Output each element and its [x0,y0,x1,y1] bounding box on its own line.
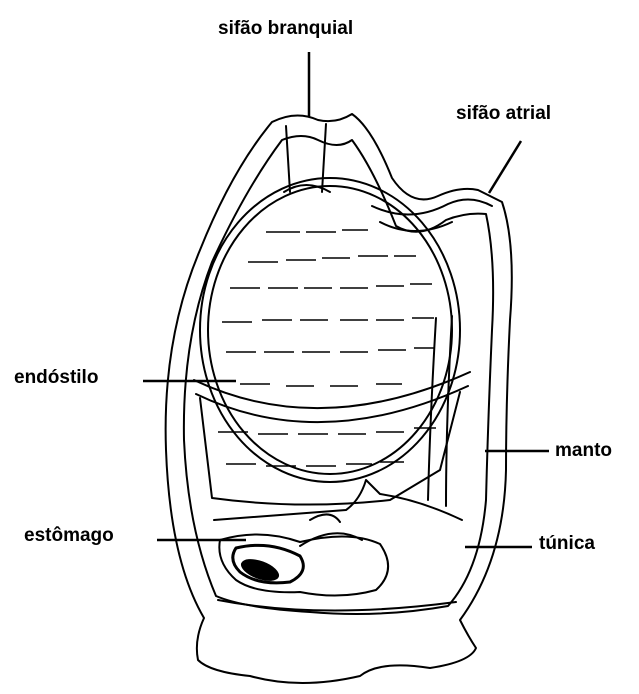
pharyngeal-slits [218,230,436,466]
pharynx [200,178,460,482]
label-tunica: túnica [539,534,595,553]
label-sifao-branquial: sifão branquial [218,19,353,38]
label-manto: manto [555,441,612,460]
oral-siphon [286,124,326,192]
label-estomago: estômago [24,526,114,545]
label-sifao-atrial: sifão atrial [456,104,551,123]
label-endostilo: endóstilo [14,368,98,387]
gut [214,480,462,520]
